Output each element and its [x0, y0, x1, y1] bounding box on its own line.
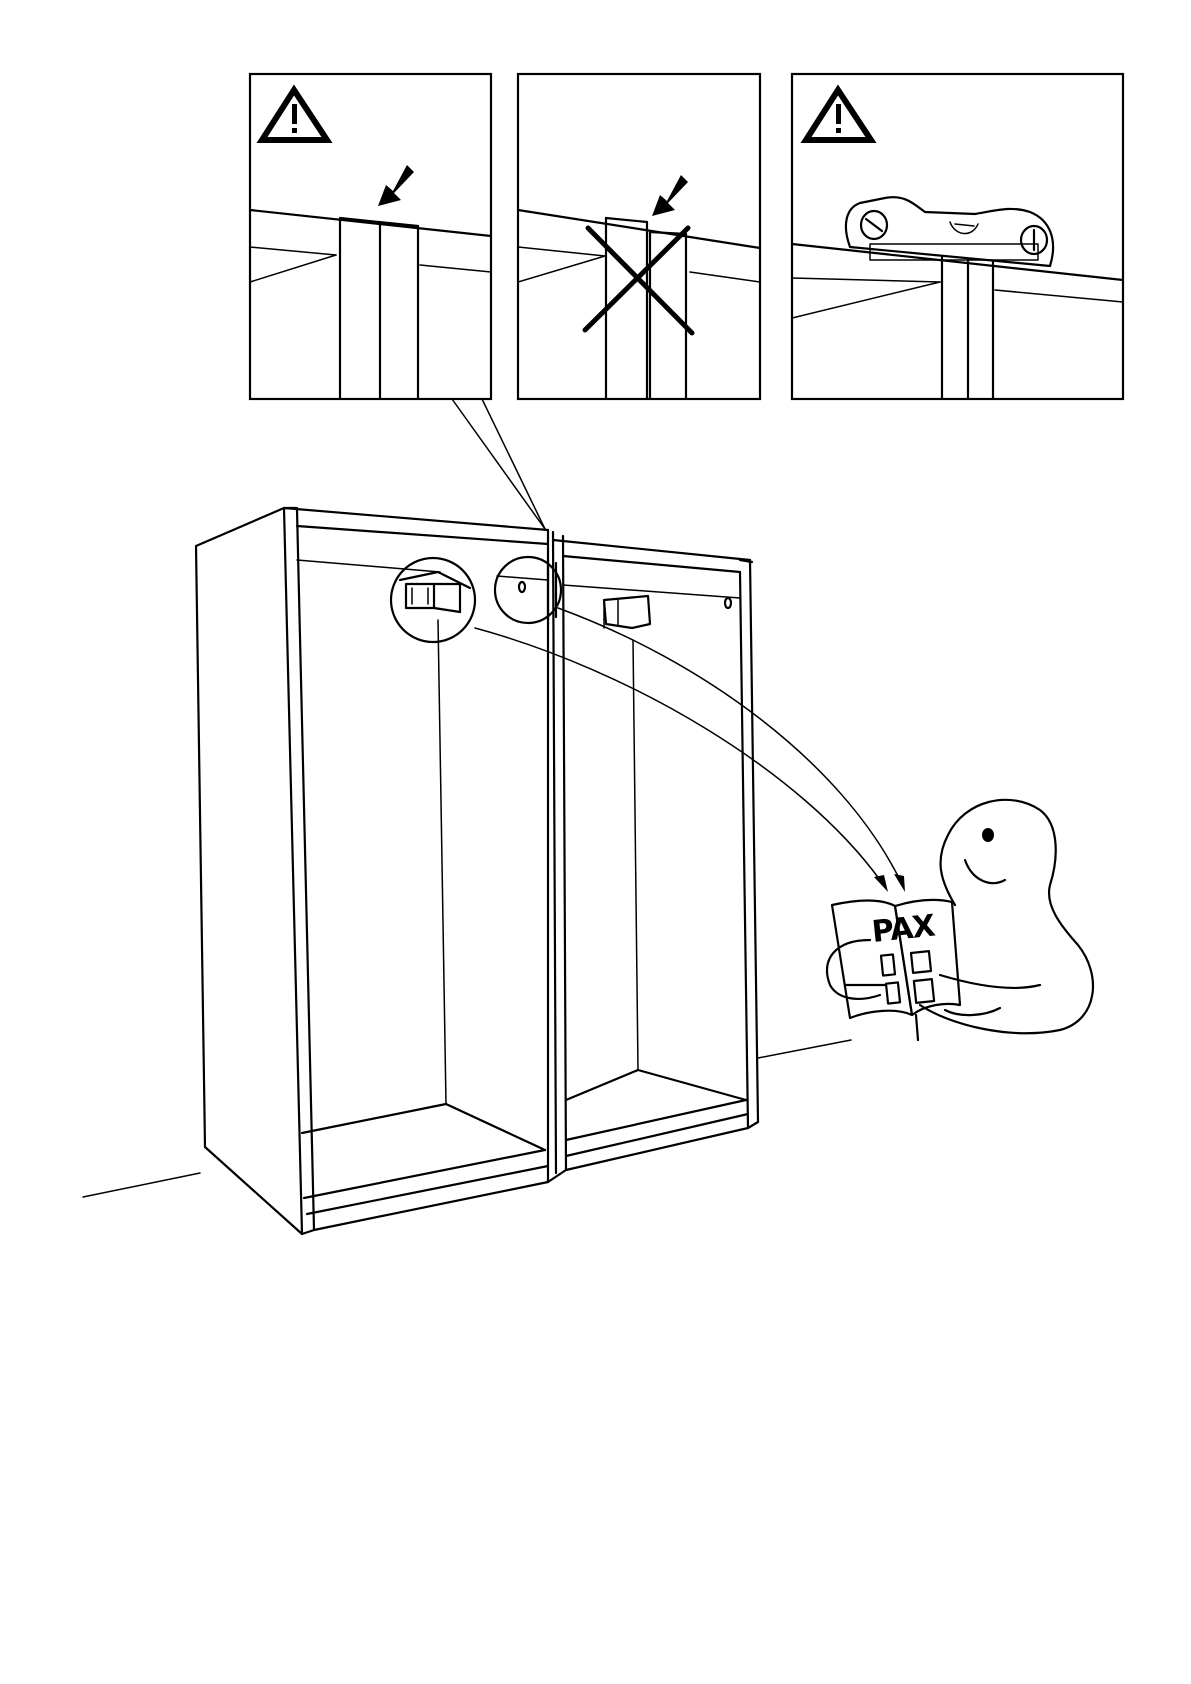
callout-wedge — [452, 399, 545, 529]
panel-frame — [518, 74, 760, 399]
panel-frame — [250, 74, 491, 399]
pointer-arrows — [475, 608, 905, 892]
booklet-title: PAX — [870, 909, 937, 950]
magnifier-hole — [495, 557, 561, 623]
pax-booklet: PAX — [832, 900, 960, 1040]
magnifier-bracket — [391, 558, 475, 642]
panel-frame — [792, 74, 1123, 399]
detail-panel-connector-fitting — [792, 74, 1123, 399]
wardrobe-frames — [83, 508, 851, 1234]
detail-panel-correct-alignment — [250, 74, 491, 399]
detail-panel-incorrect-alignment — [518, 74, 760, 399]
